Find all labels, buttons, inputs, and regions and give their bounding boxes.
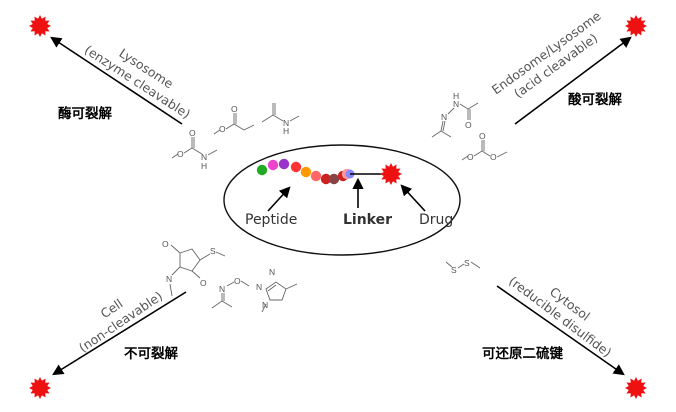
succinimide-o1: O <box>162 239 169 249</box>
peptide-bead <box>320 173 332 185</box>
arrow-cell <box>52 291 187 376</box>
linker-label: Linker <box>343 212 392 228</box>
carbamate-structure: O O N H <box>171 128 218 171</box>
succinimide-o2: O <box>200 278 207 288</box>
disulfide-s2: S <box>464 258 470 268</box>
oxime-structure: N O <box>211 276 250 309</box>
carbamate-o2: O <box>189 128 196 138</box>
carbonate-o2: O <box>479 131 486 141</box>
amide-n: N <box>283 118 289 128</box>
hydrazone-o: O <box>465 120 472 130</box>
ester-o2: O <box>231 104 238 114</box>
corner-drug-top-left <box>29 15 51 37</box>
peptide-bead <box>256 164 268 176</box>
succinimide-structure: O N O S <box>162 239 226 297</box>
drug-payload <box>380 163 402 185</box>
cn-enzyme-cleavable: 酶可裂解 <box>58 105 112 122</box>
hydrazone-h: H <box>453 91 459 101</box>
oxime-o: O <box>234 276 241 286</box>
drug-burst-shape <box>625 15 647 37</box>
carbamate-h: H <box>201 161 207 171</box>
drug-burst-shape <box>29 15 51 37</box>
drug-burst-shape <box>29 377 51 399</box>
peptide-bead <box>278 158 290 170</box>
endosome-line1: Endosome/Lysosome <box>489 8 604 97</box>
triazole-structure: N N N <box>256 267 298 313</box>
drug-burst-shape <box>380 163 402 185</box>
corner-drug-bottom-left <box>29 377 51 399</box>
hydrazone-structure: N N H O <box>431 91 479 138</box>
drug-label: Drug <box>419 212 453 228</box>
carbamate-o1: O <box>177 149 184 159</box>
amide-structure: N H <box>261 103 300 136</box>
peptide-bead <box>300 166 312 178</box>
carbamate-n: N <box>201 152 207 162</box>
amide-h: H <box>283 126 289 136</box>
pointer-peptide <box>267 186 291 212</box>
arrow-lysosome <box>50 36 183 125</box>
peptide-bead <box>290 161 302 173</box>
cn-acid-cleavable: 酸可裂解 <box>568 91 622 108</box>
arrow-endosome <box>514 36 632 125</box>
peptide-label: Peptide <box>245 212 297 228</box>
corner-drug-top-right <box>625 15 647 37</box>
disulfide-s1: S <box>451 265 457 275</box>
drug-burst-shape <box>625 377 647 399</box>
carbonate-o3: O <box>490 152 497 162</box>
triazole-n1: N <box>256 282 262 292</box>
route-cell-label: Cell (non-cleavable) <box>76 288 165 355</box>
succinimide-s: S <box>210 246 216 256</box>
arrow-cytosol <box>496 285 625 376</box>
peptide-bead <box>328 173 340 185</box>
disulfide-structure: S S <box>445 258 481 275</box>
corner-drug-bottom-right <box>625 377 647 399</box>
carbonate-structure: O O O <box>461 131 508 162</box>
triazole-n3: N <box>269 267 275 277</box>
adc-ellipse <box>223 144 461 256</box>
cn-reducible-disulfide: 可还原二硫键 <box>482 345 563 362</box>
ester-structure: O O <box>213 104 255 135</box>
hydrazone-n1: N <box>441 112 447 122</box>
hydrazone-n2: N <box>453 99 459 109</box>
peptide-bead <box>267 159 279 171</box>
peptide-bead <box>310 170 322 182</box>
ester-o1: O <box>219 124 226 134</box>
carbonate-o1: O <box>467 152 474 162</box>
succinimide-n: N <box>166 274 172 284</box>
cn-non-cleavable: 不可裂解 <box>124 345 178 362</box>
pointer-drug <box>400 184 426 212</box>
oxime-n: N <box>219 284 225 294</box>
